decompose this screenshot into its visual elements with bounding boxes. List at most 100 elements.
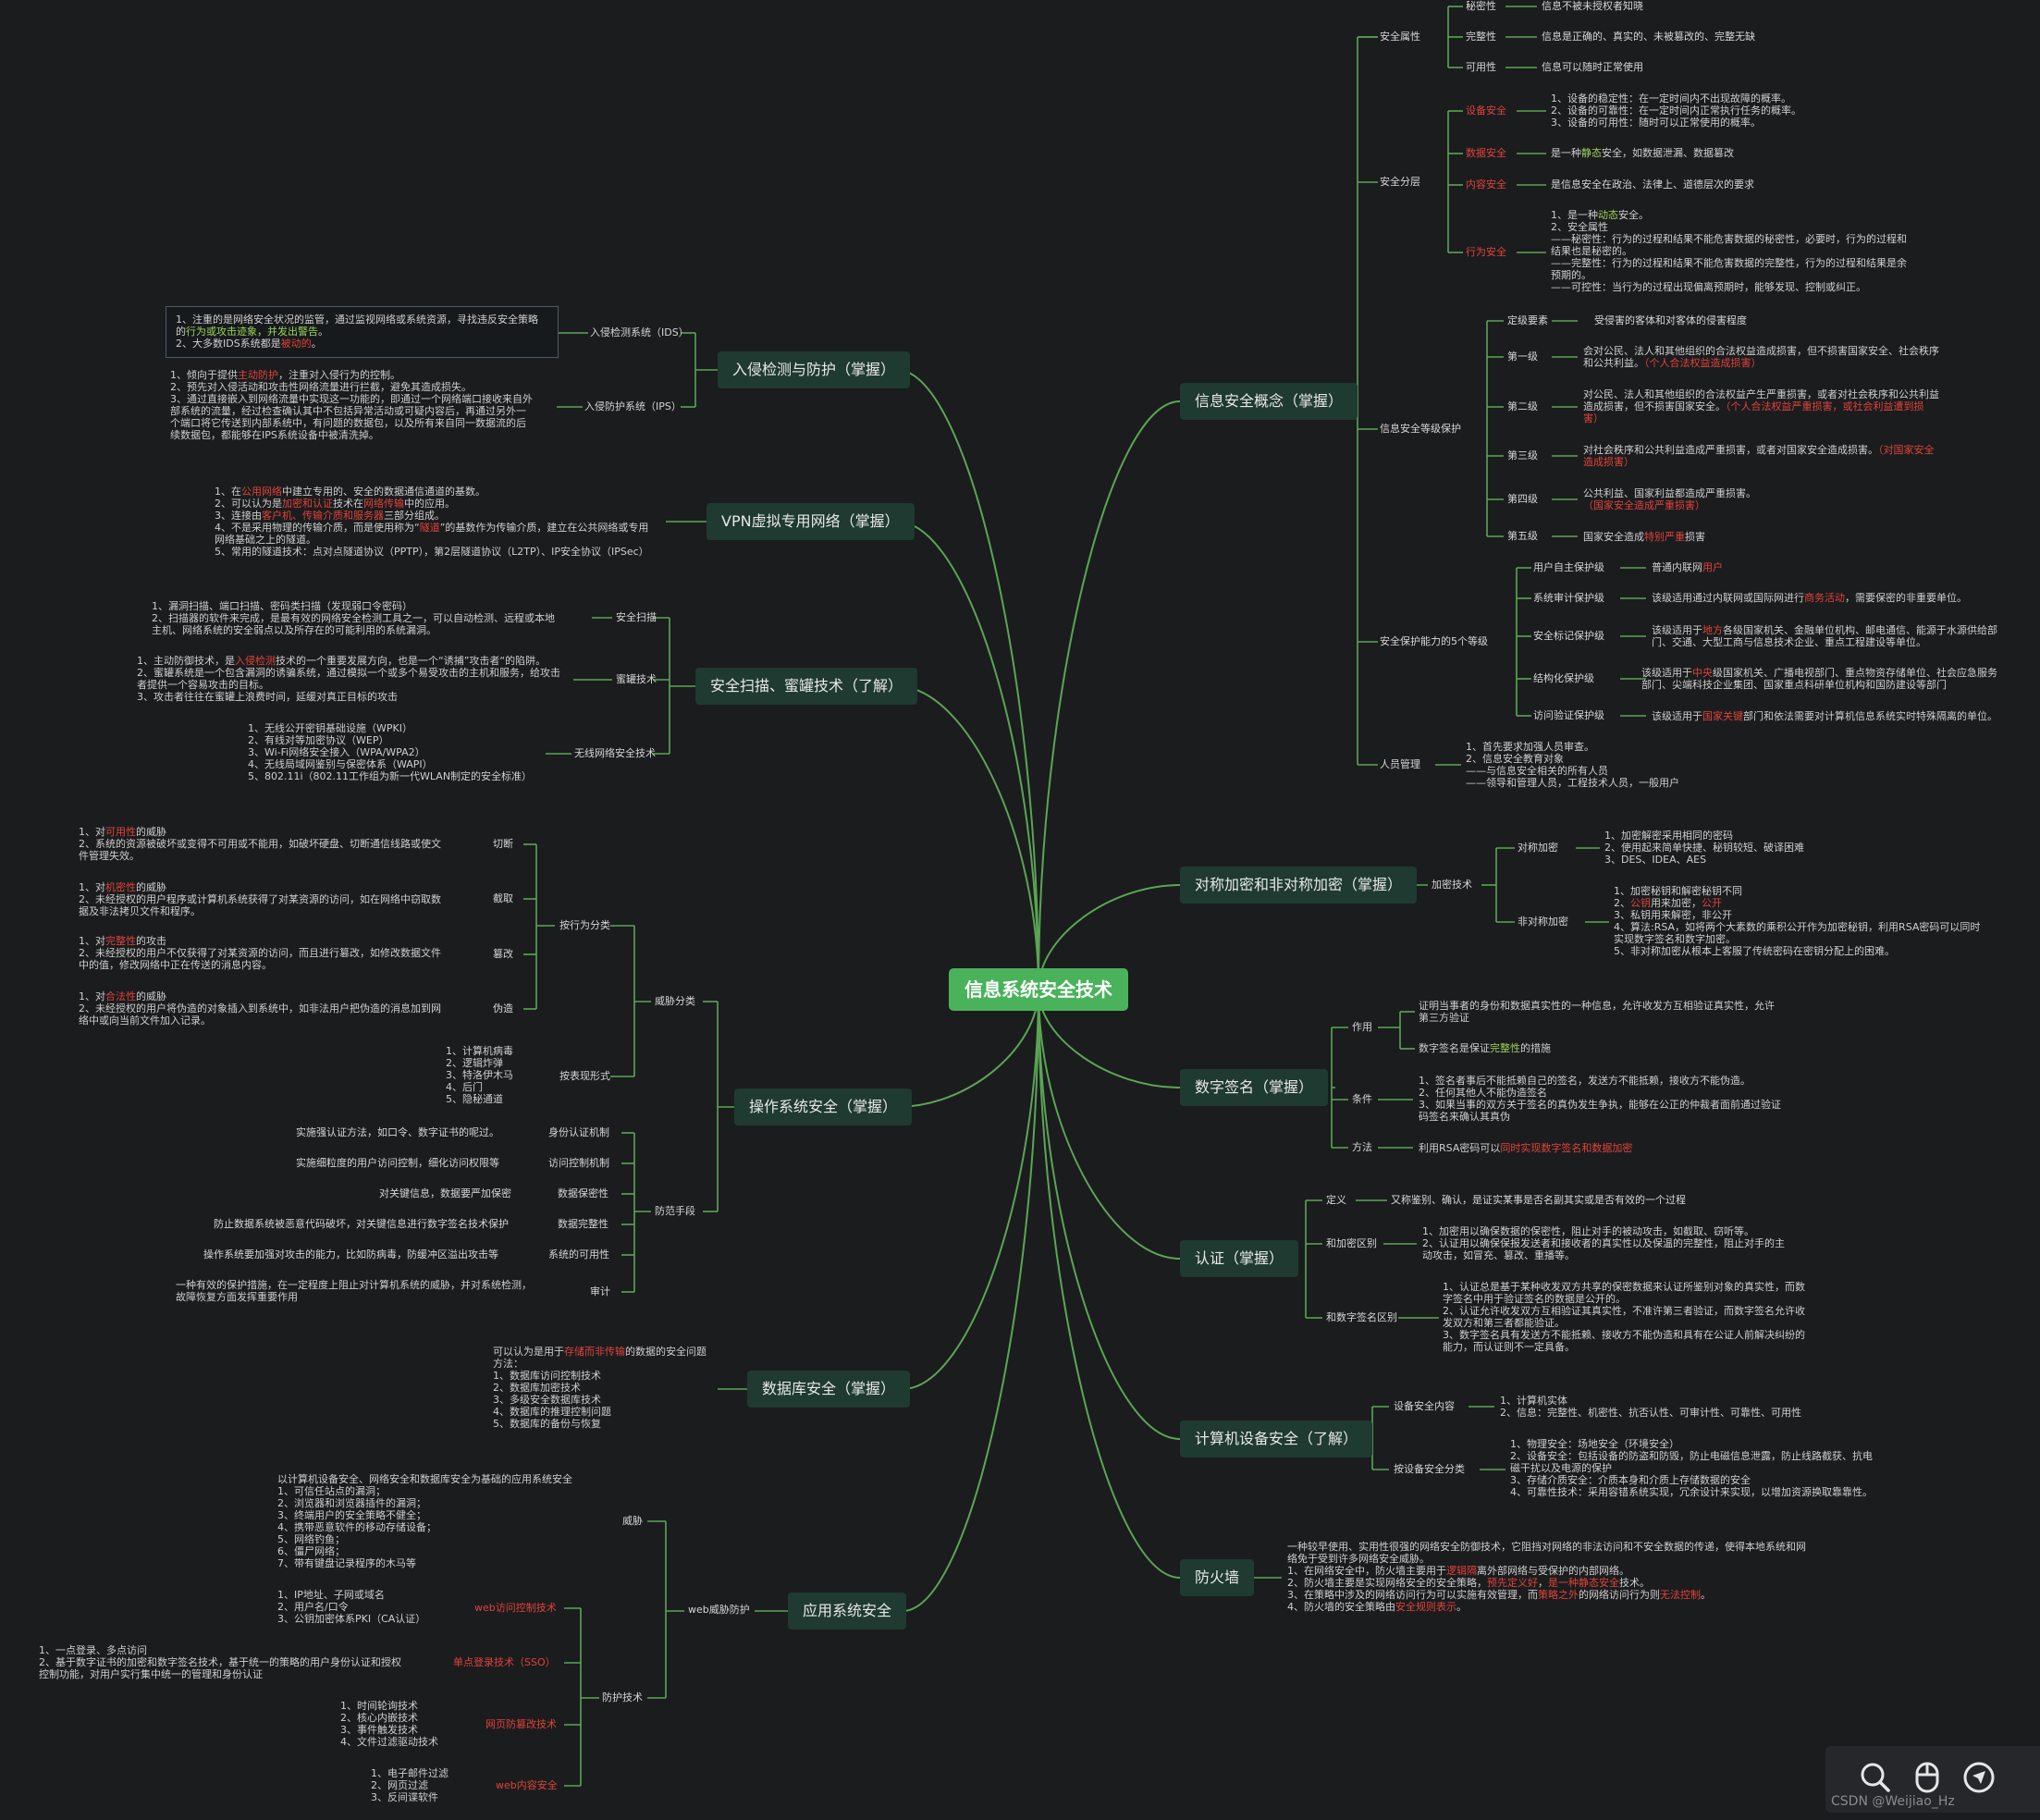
text-ips: 1、倾向于提供主动防护，注重对入侵行为的控制。 2、预先对入侵活动和攻击性网络流…: [170, 369, 533, 441]
watermark: CSDN @Weijiao_Hz: [1831, 1794, 1955, 1809]
label-device-layer: 设备安全: [1466, 105, 1506, 117]
text-honeypot: 1、主动防御技术，是入侵检测技术的一个重要发展方向，也是一个“诱捕”攻击者“的陷…: [137, 655, 560, 703]
text-level-1: 普通内联网用户: [1652, 561, 1723, 573]
label-grade-1: 第一级: [1507, 350, 1538, 363]
text-grade-factor: 受侵害的客体和对客体的侵害程度: [1594, 314, 1747, 326]
text-vpn: 1、在公用网络中建立专用的、安全的数据通信通道的基数。 2、可以认为是加密和认证…: [215, 486, 649, 558]
label-web-threat-protect: web威胁防护: [688, 1604, 750, 1616]
text-grade-5: 国家安全造成特别严重损害: [1583, 531, 1705, 543]
label-encryption-tech: 加密技术: [1432, 879, 1472, 891]
navigate-icon[interactable]: [1960, 1759, 1997, 1796]
floating-toolbar: [1825, 1746, 2040, 1813]
label-data-layer: 数据安全: [1466, 147, 1506, 159]
branch-firewall[interactable]: 防火墙: [1180, 1559, 1255, 1596]
central-topic[interactable]: 信息系统安全技术: [949, 968, 1128, 1011]
text-grade-2: 对公民、法人和其他组织的合法权益产生严重损害，或者对社会秩序和公共利益 造成损害…: [1583, 388, 1939, 424]
text-wireless: 1、无线公开密钥基础设施（WPKI） 2、有线对等加密协议（WEP） 3、Wi-…: [248, 722, 533, 782]
label-auth-def: 定义: [1326, 1194, 1346, 1206]
text-level-2: 该级适用通过内联网或国际网进行商务活动，需要保密的非重要单位。: [1652, 592, 1967, 604]
label-by-form: 按表现形式: [559, 1070, 610, 1082]
label-confidentiality: 秘密性: [1466, 0, 1496, 12]
text-symmetric: 1、加密解密采用相同的密码 2、使用起来简单快捷、秘钥较短、破译困难 3、DES…: [1604, 830, 1804, 866]
text-anti-tamper: 1、时间轮询技术 2、核心内嵌技术 3、事件触发技术 4、文件过滤驱动技术: [340, 1700, 438, 1748]
label-identity-auth: 身份认证机制: [548, 1126, 609, 1138]
label-web-content: web内容安全: [496, 1779, 558, 1791]
label-access-control: 访问控制机制: [548, 1157, 609, 1169]
text-device-class: 1、物理安全：场地安全（环境安全） 2、设备安全：包括设备的防盗和防毁，防止电磁…: [1510, 1438, 1873, 1498]
label-grade-3: 第三级: [1507, 449, 1538, 461]
label-ips: 入侵防护系统（IPS）: [584, 400, 682, 412]
label-grade-protection: 信息安全等级保护: [1380, 423, 1461, 435]
label-security-attr: 安全属性: [1380, 31, 1420, 43]
text-audit: 一种有效的保护措施，在一定程度上阻止对计算机系统的威胁，并对系统检测， 故障恢复…: [176, 1279, 532, 1303]
branch-ids[interactable]: 入侵检测与防护（掌握）: [718, 351, 911, 388]
label-honeypot: 蜜罐技术: [616, 673, 657, 685]
branch-os-security[interactable]: 操作系统安全（掌握）: [734, 1088, 913, 1125]
text-threat-forms: 1、计算机病毒 2、逻辑炸弹 3、特洛伊木马 4、后门 5、隐秘通道: [446, 1045, 513, 1105]
label-protect-tech: 防护技术: [602, 1691, 643, 1703]
label-app-threat: 威胁: [622, 1515, 643, 1527]
text-grade-3: 对社会秩序和公共利益造成严重损害，或者对国家安全造成损害。（对国家安全 造成损害…: [1583, 444, 1935, 468]
branch-signature[interactable]: 数字签名（掌握）: [1180, 1069, 1329, 1106]
text-app-threat: 以计算机设备安全、网络安全和数据库安全为基础的应用系统安全 1、可信任站点的漏洞…: [277, 1473, 572, 1569]
label-content-layer: 内容安全: [1466, 178, 1506, 191]
label-system-availability: 系统的可用性: [548, 1248, 609, 1260]
text-ids: 1、注重的是网络安全状况的监管，通过监视网络或系统资源，寻找违反安全策略 的行为…: [176, 314, 538, 350]
text-confidentiality: 信息不被未授权者知晓: [1542, 0, 1643, 12]
text-identity-auth: 实施强认证方法，如口令、数字证书的呢过。: [296, 1126, 499, 1138]
text-data-layer: 是一种静态安全，如数据泄漏、数据篡改: [1551, 147, 1734, 159]
text-auth-vs-enc: 1、加密用以确保数据的保密性，阻止对手的被动攻击，如截取、窃听等。 2、认证用以…: [1422, 1225, 1785, 1261]
branch-crypto[interactable]: 对称加密和非对称加密（掌握）: [1180, 867, 1418, 904]
text-availability: 信息可以随时正常使用: [1542, 61, 1643, 73]
text-level-4: 该级适用于中央级国家机关、广播电视部门、重点物资存储单位、社会应急服务 部门、尖…: [1641, 667, 1997, 691]
branch-app-security[interactable]: 应用系统安全: [788, 1592, 907, 1629]
label-security-scan: 安全扫描: [616, 611, 657, 623]
label-sig-method: 方法: [1352, 1141, 1372, 1153]
text-level-3: 该级适用于地方各级国家机关、金融单位机构、邮电通信、能源于水源供给部 门、交通、…: [1652, 624, 1997, 648]
label-audit: 审计: [590, 1285, 610, 1297]
text-grade-4: 公共利益、国家利益都造成严重损害。 （国家安全造成严重损害）: [1583, 487, 1756, 511]
branch-db-security[interactable]: 数据库安全（掌握）: [747, 1371, 911, 1408]
label-grade-2: 第二级: [1507, 400, 1538, 412]
label-security-layer: 安全分层: [1380, 176, 1420, 188]
ids-note-box: [166, 306, 559, 358]
text-tamper: 1、对完整性的攻击 2、未经授权的用户不仅获得了对某资源的访问，而且进行篡改，如…: [79, 935, 441, 971]
branch-info-security[interactable]: 信息安全概念（掌握）: [1180, 383, 1358, 420]
branch-vpn[interactable]: VPN虚拟专用网络（掌握）: [707, 503, 915, 540]
text-device-content: 1、计算机实体 2、信息：完整性、机密性、抗否认性、可审计性、可靠性、可用性: [1500, 1395, 1801, 1419]
label-anti-tamper: 网页防篡改技术: [485, 1718, 557, 1730]
label-forge: 伪造: [493, 1002, 513, 1015]
label-level-4: 结构化保护级: [1533, 672, 1594, 684]
label-grade-5: 第五级: [1507, 530, 1538, 542]
label-tamper: 篡改: [493, 948, 513, 960]
label-grade-factor: 定级要素: [1507, 314, 1548, 326]
label-device-content: 设备安全内容: [1394, 1400, 1455, 1412]
label-level-1: 用户自主保护级: [1533, 561, 1604, 573]
text-behavior-layer: 1、是一种动态安全。 2、安全属性 ——秘密性：行为的过程和结果不能危害数据的秘…: [1551, 209, 1907, 293]
label-data-confidential: 数据保密性: [558, 1187, 608, 1199]
text-firewall: 一种较早使用、实用性很强的网络安全防御技术，它阻挡对网络的非法访问和不安全数据的…: [1287, 1541, 1806, 1613]
label-level-2: 系统审计保护级: [1533, 592, 1604, 604]
label-cut: 切断: [493, 838, 513, 850]
label-behavior-layer: 行为安全: [1466, 246, 1506, 258]
text-personnel: 1、首先要求加强人员审查。 2、信息安全教育对象 ——与信息安全相关的所有人员 …: [1466, 741, 1679, 789]
branch-scan-honeypot[interactable]: 安全扫描、蜜罐技术（了解）: [695, 668, 918, 705]
label-ids: 入侵检测系统（IDS）: [590, 326, 689, 338]
text-security-scan: 1、漏洞扫描、端口扫描、密码类扫描（发现弱口令密码） 2、扫描器的软件来完成，是…: [152, 600, 555, 636]
label-availability: 可用性: [1466, 61, 1496, 73]
label-level-3: 安全标记保护级: [1533, 630, 1604, 642]
mouse-icon[interactable]: [1909, 1759, 1946, 1796]
text-system-availability: 操作系统要加强对攻击的能力，比如防病毒，防缓冲区溢出攻击等: [203, 1248, 498, 1260]
text-sig-use-2: 数字签名是保证完整性的措施: [1419, 1042, 1551, 1054]
label-sig-condition: 条件: [1352, 1093, 1372, 1105]
text-web-content: 1、电子邮件过滤 2、网页过滤 3、反间谍软件: [371, 1767, 449, 1803]
label-data-integrity: 数据完整性: [558, 1218, 608, 1230]
text-sso: 1、一点登录、多点访问 2、基于数字证书的加密和数字签名技术，基于统一的策略的用…: [39, 1644, 401, 1680]
search-icon[interactable]: [1857, 1759, 1894, 1796]
text-sig-use: 证明当事者的身份和数据真实性的一种信息，允许收发方互相验证真实性，允许 第三方验…: [1419, 1000, 1775, 1024]
label-wireless: 无线网络安全技术: [574, 747, 656, 759]
branch-auth[interactable]: 认证（掌握）: [1180, 1240, 1299, 1277]
branch-device-security[interactable]: 计算机设备安全（了解）: [1180, 1420, 1373, 1457]
label-auth-vs-sig: 和数字签名区别: [1326, 1311, 1397, 1323]
label-level-5: 访问验证保护级: [1533, 709, 1604, 721]
